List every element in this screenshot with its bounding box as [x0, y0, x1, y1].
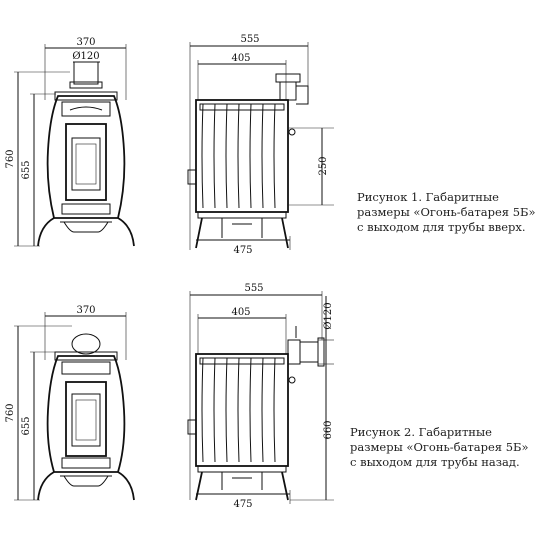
- figure2-caption: Рисунок 2. Габаритные размеры «Огонь-бат…: [350, 425, 545, 470]
- fig2-front-height-total-label: 760: [5, 403, 16, 422]
- fig1-front-height-total-label: 760: [5, 149, 16, 168]
- fig2-side-pipe-height-label: 660: [323, 420, 334, 439]
- fig1-side-depth-top-label: 405: [231, 53, 250, 64]
- fig1-front-width-label: 370: [76, 37, 95, 48]
- fig1-front-leg-right: [117, 217, 135, 247]
- figure2-caption-line-1: Рисунок 2. Габаритные: [350, 425, 492, 439]
- fig1-front-height-body-label: 655: [21, 160, 32, 179]
- fig1-side-depth-total-label: 555: [240, 34, 259, 45]
- fig1-front-view: 370 Ø120 760 655: [5, 37, 135, 247]
- fig1-side-depth-base-label: 475: [233, 245, 252, 256]
- figure2-caption-line-3: с выходом для трубы назад.: [350, 455, 520, 469]
- fig2-side-depth-base-label: 475: [233, 499, 252, 510]
- fig1-side-view: 555 405 475: [187, 34, 334, 256]
- figure1-caption-line-1: Рисунок 1. Габаритные: [357, 190, 499, 204]
- fig2-front-pipe: [71, 333, 101, 355]
- fig2-side-depth-total-label: 555: [244, 283, 263, 294]
- fig2-front-view: 370 760 655: [5, 305, 135, 501]
- fig2-front-height-body-label: 655: [21, 416, 32, 435]
- fig2-side-pipe-diameter-label: Ø120: [323, 302, 334, 329]
- fig2-side-pipe: [299, 341, 319, 363]
- figure1-caption: Рисунок 1. Габаритные размеры «Огонь-бат…: [357, 190, 547, 235]
- fig2-front-leg-left: [37, 471, 55, 501]
- fig2-front-door: [65, 381, 107, 457]
- fig2-side-leg-back: [281, 471, 289, 501]
- fig1-side-leg-front: [195, 217, 203, 249]
- fig1-side-leg-back: [281, 217, 289, 249]
- fig2-side-view: 555 405 475: [187, 283, 334, 510]
- fig2-front-leg-right: [117, 471, 135, 501]
- figure2-caption-line-2: размеры «Огонь-батарея 5Б»: [350, 440, 529, 454]
- fig1-front-door: [65, 123, 107, 201]
- fig2-front-width-label: 370: [76, 305, 95, 316]
- fig2-side-depth-top-label: 405: [231, 307, 250, 318]
- figure1-caption-line-2: размеры «Огонь-батарея 5Б»: [357, 205, 536, 219]
- fig1-front-leg-left: [37, 217, 55, 247]
- fig2-front-body: [46, 355, 126, 473]
- fig1-front-pipe: [73, 61, 99, 85]
- fig1-pipe-diameter-label: Ø120: [72, 51, 99, 62]
- fig1-side-pipe: [275, 73, 301, 83]
- fig1-side-pipe-height-label: 250: [318, 156, 329, 175]
- figure1-caption-line-3: с выходом для трубы вверх.: [357, 220, 526, 234]
- fig2-side-leg-front: [195, 471, 203, 501]
